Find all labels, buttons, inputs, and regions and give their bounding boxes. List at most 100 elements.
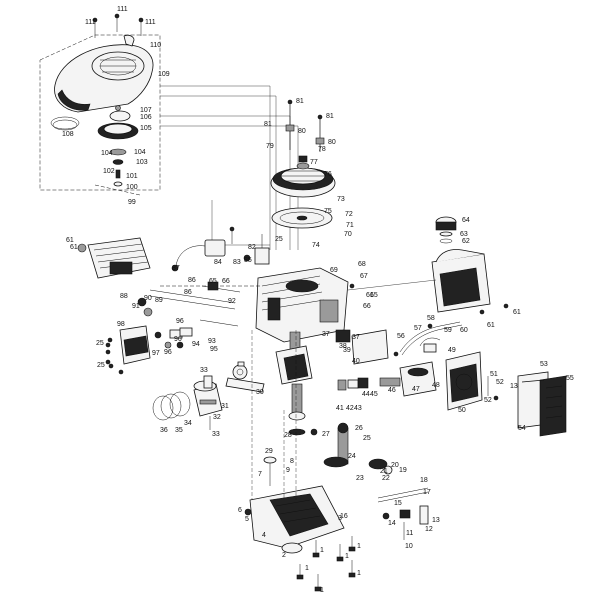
- callout-12: 12: [425, 526, 433, 533]
- side-bolts: [105, 342, 114, 369]
- callout-86-1: 86: [188, 277, 196, 284]
- callout-81-1: 81: [264, 121, 272, 128]
- connecting-rod: [225, 361, 265, 393]
- callout-33-2: 33: [212, 431, 220, 438]
- callout-53: 53: [540, 361, 548, 368]
- fuel-line: [393, 321, 463, 357]
- callout-59: 59: [444, 327, 452, 334]
- callout-14: 14: [388, 520, 396, 527]
- callout-99: 99: [128, 199, 136, 206]
- callout-42: 42: [346, 405, 354, 412]
- callout-44: 44: [362, 391, 370, 398]
- callout-13-1: 13: [432, 517, 440, 524]
- callout-49: 49: [448, 347, 456, 354]
- callout-80-1: 80: [298, 128, 306, 135]
- callout-87: 87: [172, 265, 180, 272]
- callout-111-1: 111: [85, 19, 96, 26]
- fuel-tank: [431, 249, 491, 313]
- callout-80-2: 80: [328, 139, 336, 146]
- crankshaft: [275, 331, 313, 436]
- callout-111-2: 111: [117, 6, 128, 13]
- callout-13-2: 13: [510, 383, 518, 390]
- callout-81-2: 81: [296, 98, 304, 105]
- callout-74: 74: [312, 242, 320, 249]
- callout-61-2: 61: [70, 244, 78, 251]
- callout-64: 64: [462, 217, 470, 224]
- callout-19: 19: [399, 467, 407, 474]
- callout-25-1: 25: [96, 340, 104, 347]
- callout-25-4: 25: [275, 236, 283, 243]
- callout-58: 58: [427, 315, 435, 322]
- callout-43: 43: [354, 405, 362, 412]
- valve-cover: [105, 325, 151, 375]
- callout-106: 106: [140, 114, 152, 121]
- callout-47: 47: [412, 386, 420, 393]
- fuel-cap: [435, 216, 457, 244]
- callout-57: 57: [414, 325, 422, 332]
- callout-63: 63: [460, 231, 468, 238]
- callout-6: 6: [238, 507, 242, 514]
- callout-71: 71: [346, 222, 354, 229]
- callout-2: 2: [282, 552, 286, 559]
- callout-91: 91: [132, 303, 140, 310]
- callout-61-5: 61: [366, 292, 374, 299]
- callout-16: 16: [340, 513, 348, 520]
- callout-1-4: 1: [357, 570, 361, 577]
- callout-29: 29: [265, 448, 273, 455]
- callout-17: 17: [423, 489, 431, 496]
- callout-92: 92: [228, 298, 236, 305]
- callout-100: 100: [126, 184, 138, 191]
- callout-104-2: 104: [134, 149, 146, 156]
- callout-1-5: 1: [357, 543, 361, 550]
- callout-110: 110: [150, 42, 161, 49]
- callout-96-1: 96: [174, 336, 182, 343]
- callout-labels: 1111112345678910111213131415161718192021…: [62, 6, 574, 594]
- flywheel: [270, 155, 336, 198]
- callout-70: 70: [344, 231, 352, 238]
- callout-66-2: 66: [363, 303, 371, 310]
- callout-84: 84: [214, 259, 222, 266]
- callout-79: 79: [266, 143, 274, 150]
- callout-76: 76: [324, 171, 332, 178]
- starter-group-outline: [39, 34, 161, 196]
- callout-54: 54: [518, 425, 526, 432]
- ignition-coil: [171, 200, 270, 272]
- valves: [160, 281, 260, 293]
- callout-8: 8: [290, 458, 294, 465]
- callout-75: 75: [324, 208, 332, 215]
- callout-40: 40: [352, 358, 360, 365]
- intake-gasket: [335, 329, 389, 365]
- recoil-pulley: [97, 105, 139, 140]
- callout-1-6: 1: [320, 547, 324, 554]
- callout-96-2: 96: [164, 349, 172, 356]
- callout-5: 5: [245, 516, 249, 523]
- callout-30: 30: [256, 389, 264, 396]
- callout-3: 3: [338, 515, 342, 522]
- callout-103: 103: [136, 159, 148, 166]
- callout-7: 7: [258, 471, 262, 478]
- callout-38: 38: [339, 343, 347, 350]
- callout-101: 101: [126, 173, 138, 180]
- callout-34: 34: [184, 420, 192, 427]
- callout-85: 85: [244, 257, 252, 264]
- callout-90: 90: [144, 295, 152, 302]
- push-rods: [149, 289, 239, 327]
- top-screws: [92, 13, 144, 47]
- callout-1-2: 1: [320, 587, 324, 594]
- callout-55: 55: [566, 375, 574, 382]
- studs: [285, 99, 325, 152]
- callout-28: 28: [284, 432, 292, 439]
- callout-37-2: 37: [352, 334, 360, 341]
- center-axis: [251, 330, 297, 500]
- callout-65-1: 65: [209, 278, 217, 285]
- callout-61-1: 61: [66, 237, 74, 244]
- starter-rope: [50, 116, 80, 131]
- callout-89: 89: [155, 297, 163, 304]
- callout-27: 27: [322, 431, 330, 438]
- callout-61-3: 61: [487, 322, 495, 329]
- callout-24: 24: [348, 453, 356, 460]
- callout-65-2: 65: [370, 292, 378, 299]
- base-bolts: [296, 536, 356, 592]
